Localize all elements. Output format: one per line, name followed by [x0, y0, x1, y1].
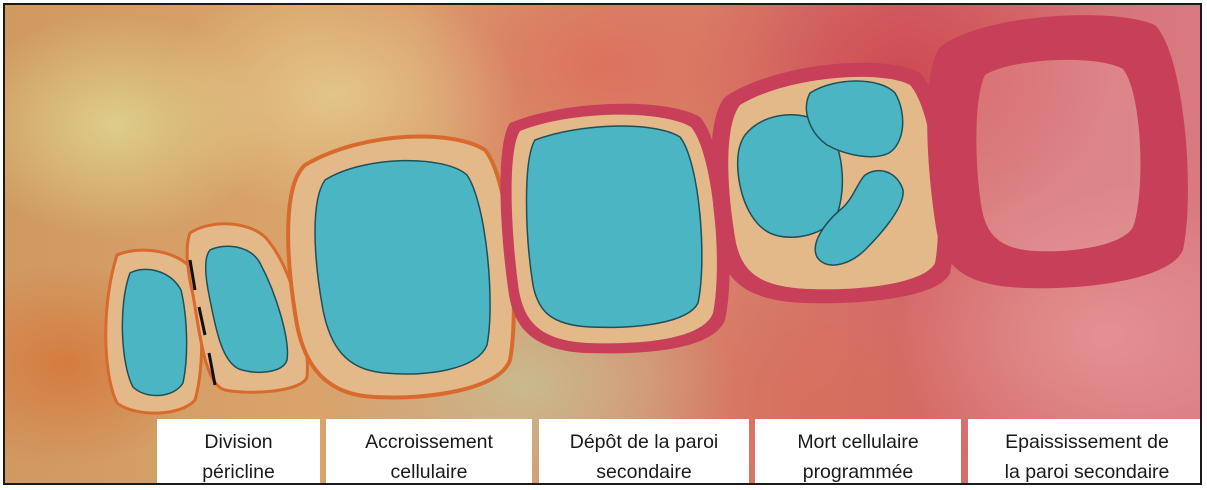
- stage-label-line: Dépôt de la paroi: [570, 427, 719, 457]
- stage-secondary-wall-cell: [500, 104, 729, 354]
- vacuole: [122, 269, 186, 395]
- stage-label-line: programmée: [803, 457, 914, 485]
- figure-frame: Division péricline Accroissement cellula…: [3, 3, 1202, 485]
- vacuole: [527, 126, 702, 327]
- stage-label-wall-thickening: Epaississement de la paroi secondaire: [968, 419, 1202, 485]
- vacuole: [315, 161, 490, 374]
- stage-labels: Division péricline Accroissement cellula…: [157, 419, 1202, 485]
- stage-growth-cell: [288, 136, 514, 397]
- stage-label-line: la paroi secondaire: [1005, 457, 1170, 485]
- stage-label-line: Division: [204, 427, 272, 457]
- stage-label-line: cellulaire: [391, 457, 468, 485]
- stage-label-programmed-death: Mort cellulaire programmée: [755, 419, 961, 485]
- stage-division-cells: [106, 224, 308, 413]
- stage-label-line: secondaire: [596, 457, 691, 485]
- stage-thickened-wall-cell: [927, 15, 1188, 288]
- stage-label-line: Mort cellulaire: [797, 427, 918, 457]
- stage-label-division: Division péricline: [157, 419, 320, 485]
- stage-label-line: péricline: [202, 457, 275, 485]
- stage-label-growth: Accroissement cellulaire: [326, 419, 532, 485]
- stage-label-secondary-wall: Dépôt de la paroi secondaire: [539, 419, 749, 485]
- stage-label-line: Epaississement de: [1005, 427, 1169, 457]
- stage-label-line: Accroissement: [365, 427, 493, 457]
- cell-differentiation-diagram: [5, 5, 1202, 485]
- cell-lumen: [976, 60, 1140, 251]
- stage-programmed-death-cell: [711, 63, 954, 304]
